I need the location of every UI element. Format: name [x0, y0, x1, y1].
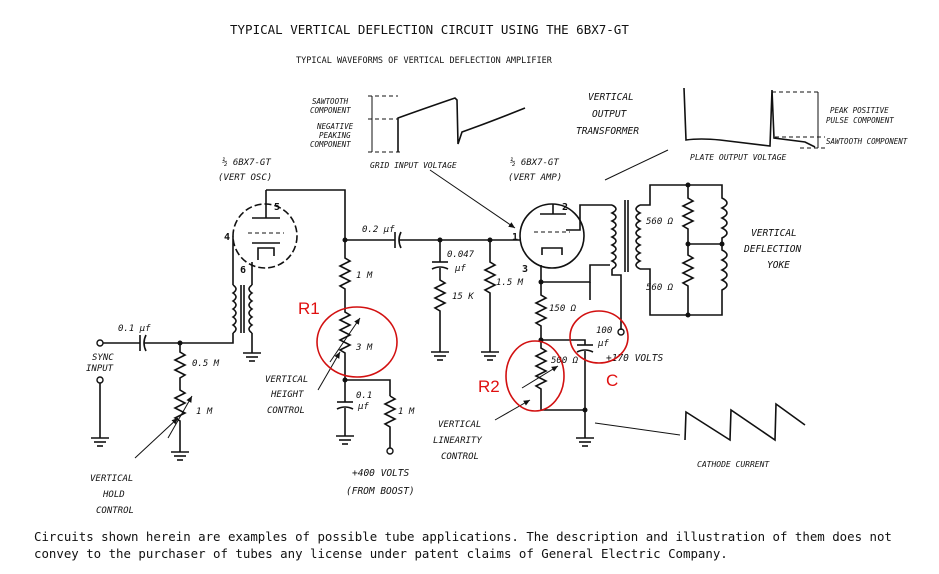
amp-tube-role: (VERT AMP): [508, 173, 562, 183]
cap-0047-label: 0.047: [447, 250, 475, 260]
res-500-label: 500 Ω: [551, 356, 579, 366]
yoke-label-2: DEFLECTION: [743, 244, 801, 255]
sawtooth-component-right-label: SAWTOOTH COMPONENT: [826, 137, 908, 146]
sync-input-label: SYNC: [92, 353, 114, 363]
r1-highlight-circle: [316, 306, 398, 378]
r1-annotation: R1: [298, 299, 320, 318]
vertical-hold-label-2: HOLD: [102, 490, 125, 500]
yoke-res-top-label: 560 Ω: [646, 217, 674, 227]
cap-100-unit: μf: [597, 339, 609, 349]
vertical-height-label-2: HEIGHT: [270, 390, 304, 400]
res-05m-label: 0.5 M: [192, 359, 220, 369]
amp-tube-name: ½ 6BX7-GT: [510, 157, 559, 168]
vert-osc-tube: [232, 190, 298, 269]
plus-170-label: +170 VOLTS: [606, 353, 663, 364]
c-highlight-circle: [569, 310, 629, 364]
r2-highlight-circle: [505, 340, 565, 412]
diagram-subtitle: TYPICAL WAVEFORMS OF VERTICAL DEFLECTION…: [296, 56, 553, 66]
sawtooth-component-label: SAWTOOTH: [312, 97, 349, 106]
r2-annotation: R2: [478, 377, 500, 396]
cathode-current-waveform: [684, 402, 806, 442]
boost-volts-label-2: (FROM BOOST): [346, 486, 415, 497]
amp-pin-1: 1: [512, 232, 518, 243]
plate-output-voltage-label: PLATE OUTPUT VOLTAGE: [690, 153, 787, 162]
vert-amp-tube: [519, 203, 585, 269]
transformer-label: VERTICAL: [588, 92, 634, 103]
res-15m-label: 1.5 M: [496, 278, 524, 288]
osc-pin-4: 4: [224, 232, 230, 243]
vertical-height-label: VERTICAL: [265, 375, 308, 385]
amp-pin-2: 2: [562, 202, 568, 213]
hold-pot-label: 1 M: [196, 407, 213, 417]
plate-output-waveform: [683, 87, 825, 149]
boost-cap-label: 0.1: [356, 391, 372, 401]
cathode-current-label: CATHODE CURRENT: [697, 460, 770, 469]
osc-tube-name: ½ 6BX7-GT: [222, 157, 271, 168]
boost-volts-label: +400 VOLTS: [352, 468, 409, 479]
osc-tube-role: (VERT OSC): [218, 173, 272, 183]
linearity-label-3: CONTROL: [441, 452, 479, 462]
cap-100-label: 100: [596, 326, 612, 336]
c-annotation: C: [606, 371, 618, 390]
footer-disclaimer: Circuits shown herein are examples of po…: [34, 529, 900, 561]
diagram-title: TYPICAL VERTICAL DEFLECTION CIRCUIT USIN…: [230, 22, 629, 37]
amp-pin-3: 3: [522, 264, 528, 275]
linearity-label: VERTICAL: [438, 420, 481, 430]
res-150-label: 150 Ω: [549, 304, 577, 314]
res-1m-top-label: 1 M: [356, 271, 373, 281]
negative-peaking-label-3: COMPONENT: [310, 140, 351, 149]
sawtooth-component-label-2: COMPONENT: [310, 106, 351, 115]
vertical-hold-label-3: CONTROL: [96, 506, 134, 516]
negative-peaking-label: NEGATIVE: [316, 122, 354, 131]
peak-positive-label: PEAK POSITIVE: [830, 106, 889, 115]
negative-peaking-label-2: PEAKING: [319, 131, 351, 140]
vertical-height-label-3: CONTROL: [267, 406, 305, 416]
sync-input-label-2: INPUT: [86, 364, 114, 374]
boost-res-label: 1 M: [398, 407, 415, 417]
transformer-label-2: OUTPUT: [592, 109, 628, 120]
yoke-label-3: YOKE: [767, 260, 790, 271]
oscillator-transformer: [210, 284, 254, 353]
grid-input-voltage-label: GRID INPUT VOLTAGE: [370, 161, 457, 170]
linearity-label-2: LINEARITY: [433, 436, 482, 446]
cap-0047-unit: μf: [454, 264, 466, 274]
osc-pin-6: 6: [240, 265, 246, 276]
coupling-cap-label: 0.2 μf: [362, 225, 395, 235]
yoke-label: VERTICAL: [751, 228, 797, 239]
transformer-label-3: TRANSFORMER: [576, 126, 639, 137]
grid-input-waveform: [368, 95, 526, 153]
peak-positive-label-2: PULSE COMPONENT: [826, 116, 894, 125]
osc-pin-5: 5: [274, 202, 280, 213]
yoke-res-bot-label: 560 Ω: [646, 283, 674, 293]
sync-cap-label: 0.1 μf: [118, 324, 151, 334]
output-transformer: [610, 200, 642, 336]
res-3m-label: 3 M: [355, 343, 373, 353]
res-15k-label: 15 K: [452, 292, 474, 302]
vertical-hold-label: VERTICAL: [90, 474, 133, 484]
boost-cap-unit: μf: [357, 402, 369, 412]
